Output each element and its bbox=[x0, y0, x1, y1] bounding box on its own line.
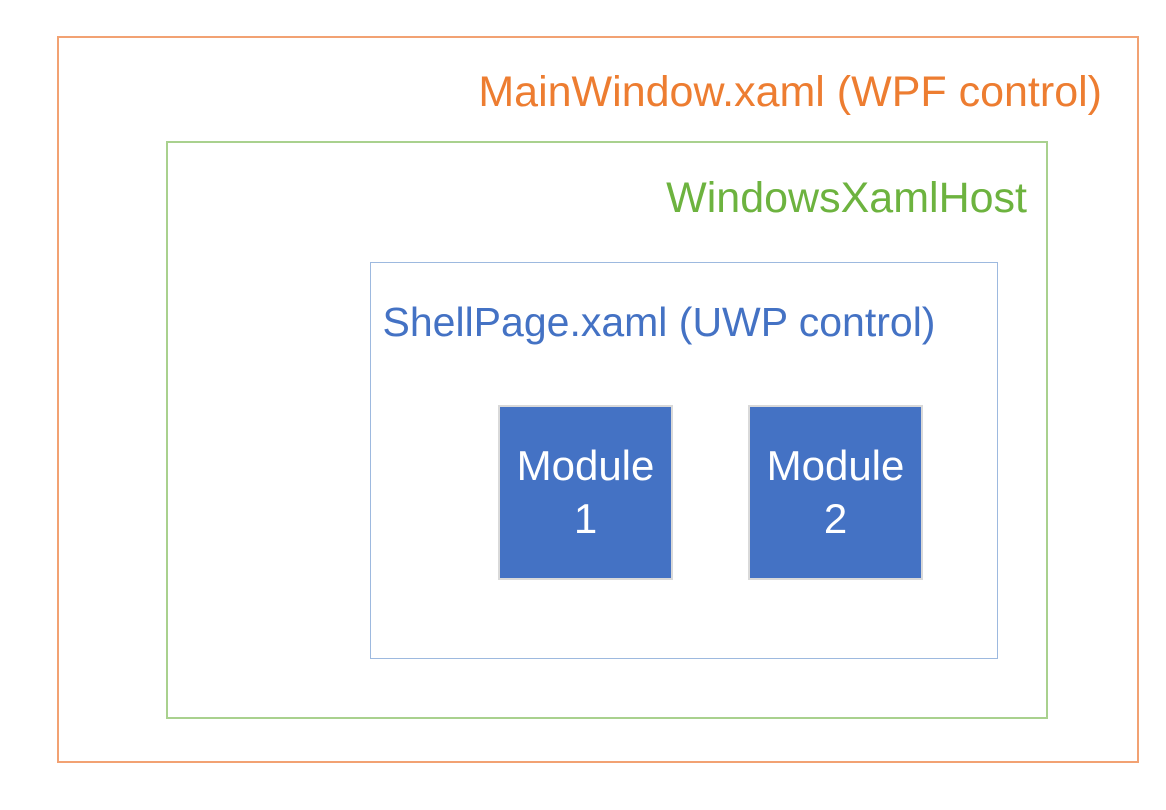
windowsxamlhost-box: WindowsXamlHost ShellPage.xaml (UWP cont… bbox=[166, 141, 1048, 719]
mainwindow-wpf-box: MainWindow.xaml (WPF control) WindowsXam… bbox=[57, 36, 1139, 763]
module-1-label-line1: Module bbox=[516, 441, 655, 489]
shellpage-uwp-box: ShellPage.xaml (UWP control) Module 1 Mo… bbox=[370, 262, 998, 659]
shellpage-uwp-label: ShellPage.xaml (UWP control) bbox=[382, 299, 936, 345]
mainwindow-wpf-label: MainWindow.xaml (WPF control) bbox=[478, 68, 1102, 116]
windowsxamlhost-label: WindowsXamlHost bbox=[666, 174, 1027, 222]
module-2-label-line1: Module bbox=[766, 441, 905, 489]
module-2-box: Module 2 bbox=[748, 405, 923, 580]
module-1-box: Module 1 bbox=[498, 405, 673, 580]
module-2-label-line2: 2 bbox=[823, 494, 848, 542]
module-1-label-line2: 1 bbox=[573, 494, 598, 542]
